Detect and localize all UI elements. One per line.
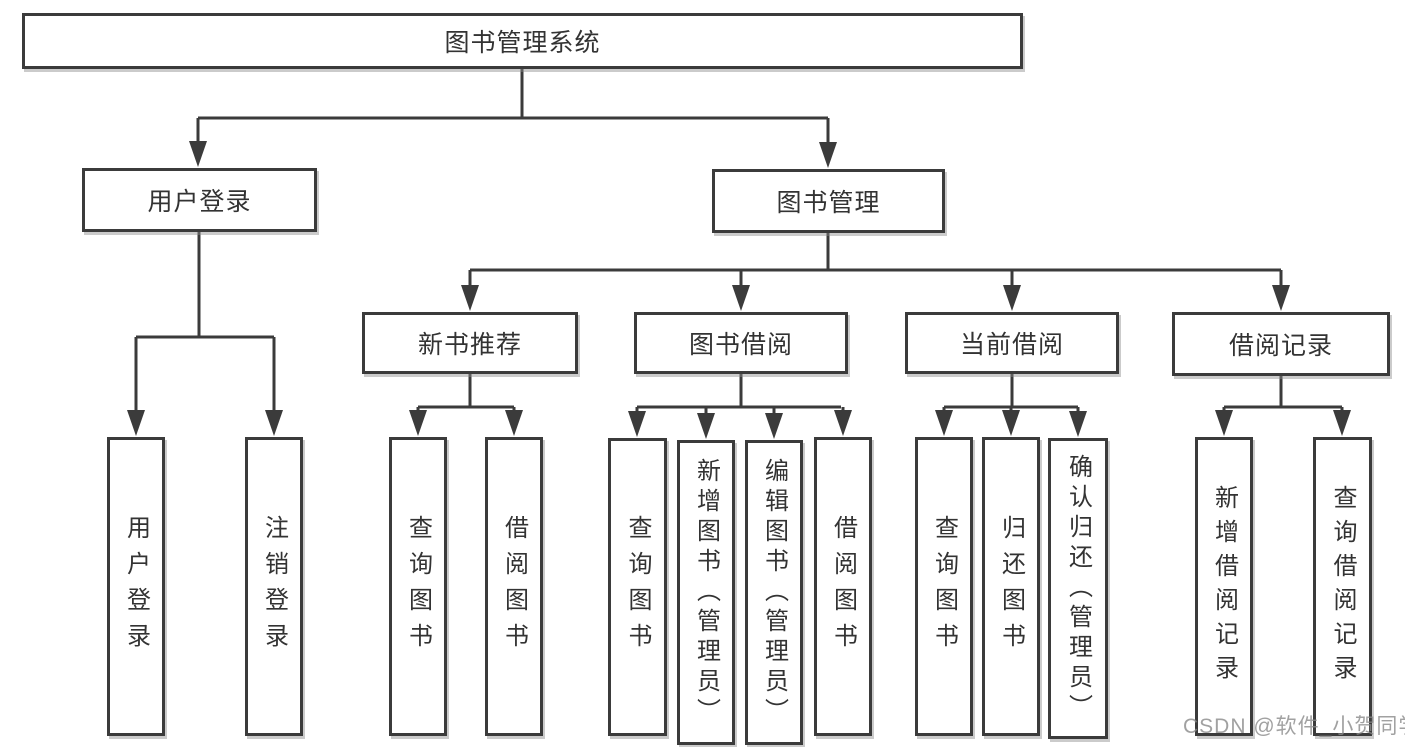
node-book-management: 图书管理 [712, 169, 945, 233]
node-label: 借阅记录 [1228, 332, 1333, 360]
node-return-books: 归还图书 [982, 437, 1040, 736]
node-current-borrowing: 当前借阅 [905, 312, 1119, 374]
node-book-borrowing: 图书借阅 [634, 312, 848, 374]
watermark: CSDN @软件_小贺同学 [1183, 715, 1405, 738]
node-new-book-recommend: 新书推荐 [362, 312, 578, 374]
node-label: 新增借阅记录 [1210, 484, 1238, 689]
node-borrowing-records: 借阅记录 [1172, 312, 1390, 376]
node-query-books-3: 查询图书 [915, 437, 973, 736]
node-label: 用户登录 [147, 188, 252, 216]
node-label: 注销登录 [260, 514, 288, 659]
node-logout-action: 注销登录 [245, 437, 303, 736]
node-label: 归还图书 [997, 514, 1025, 659]
node-edit-book-admin: 编辑图书（管理员） [745, 440, 803, 745]
node-borrow-books-1: 借阅图书 [485, 437, 543, 736]
node-borrow-books-2: 借阅图书 [814, 437, 872, 736]
node-label: 借阅图书 [500, 514, 528, 659]
node-label: 图书管理系统 [444, 29, 601, 57]
node-label: 查询图书 [930, 514, 958, 659]
node-label: 编辑图书（管理员） [760, 457, 788, 728]
node-label: 查询图书 [624, 515, 651, 659]
node-confirm-return-admin: 确认归还（管理员） [1048, 438, 1108, 739]
node-add-book-admin: 新增图书（管理员） [677, 440, 735, 745]
node-query-books-1: 查询图书 [389, 437, 447, 736]
node-label: 图书借阅 [688, 331, 793, 359]
node-add-borrow-record: 新增借阅记录 [1195, 437, 1253, 736]
node-user-login-action: 用户登录 [107, 437, 165, 736]
node-label: 图书管理 [776, 189, 881, 217]
node-query-borrow-record: 查询借阅记录 [1313, 437, 1372, 736]
node-label: 确认归还（管理员） [1064, 453, 1092, 724]
node-label: 查询借阅记录 [1329, 484, 1356, 689]
node-label: 新书推荐 [417, 331, 522, 359]
node-label: 新增图书（管理员） [692, 457, 720, 728]
node-label: 用户登录 [122, 514, 150, 659]
node-label: 当前借阅 [959, 331, 1064, 359]
node-user-login: 用户登录 [82, 168, 317, 232]
node-label: 借阅图书 [829, 514, 857, 659]
node-library-management-system: 图书管理系统 [22, 13, 1023, 69]
node-label: 查询图书 [404, 514, 432, 659]
node-query-books-2: 查询图书 [608, 438, 667, 736]
